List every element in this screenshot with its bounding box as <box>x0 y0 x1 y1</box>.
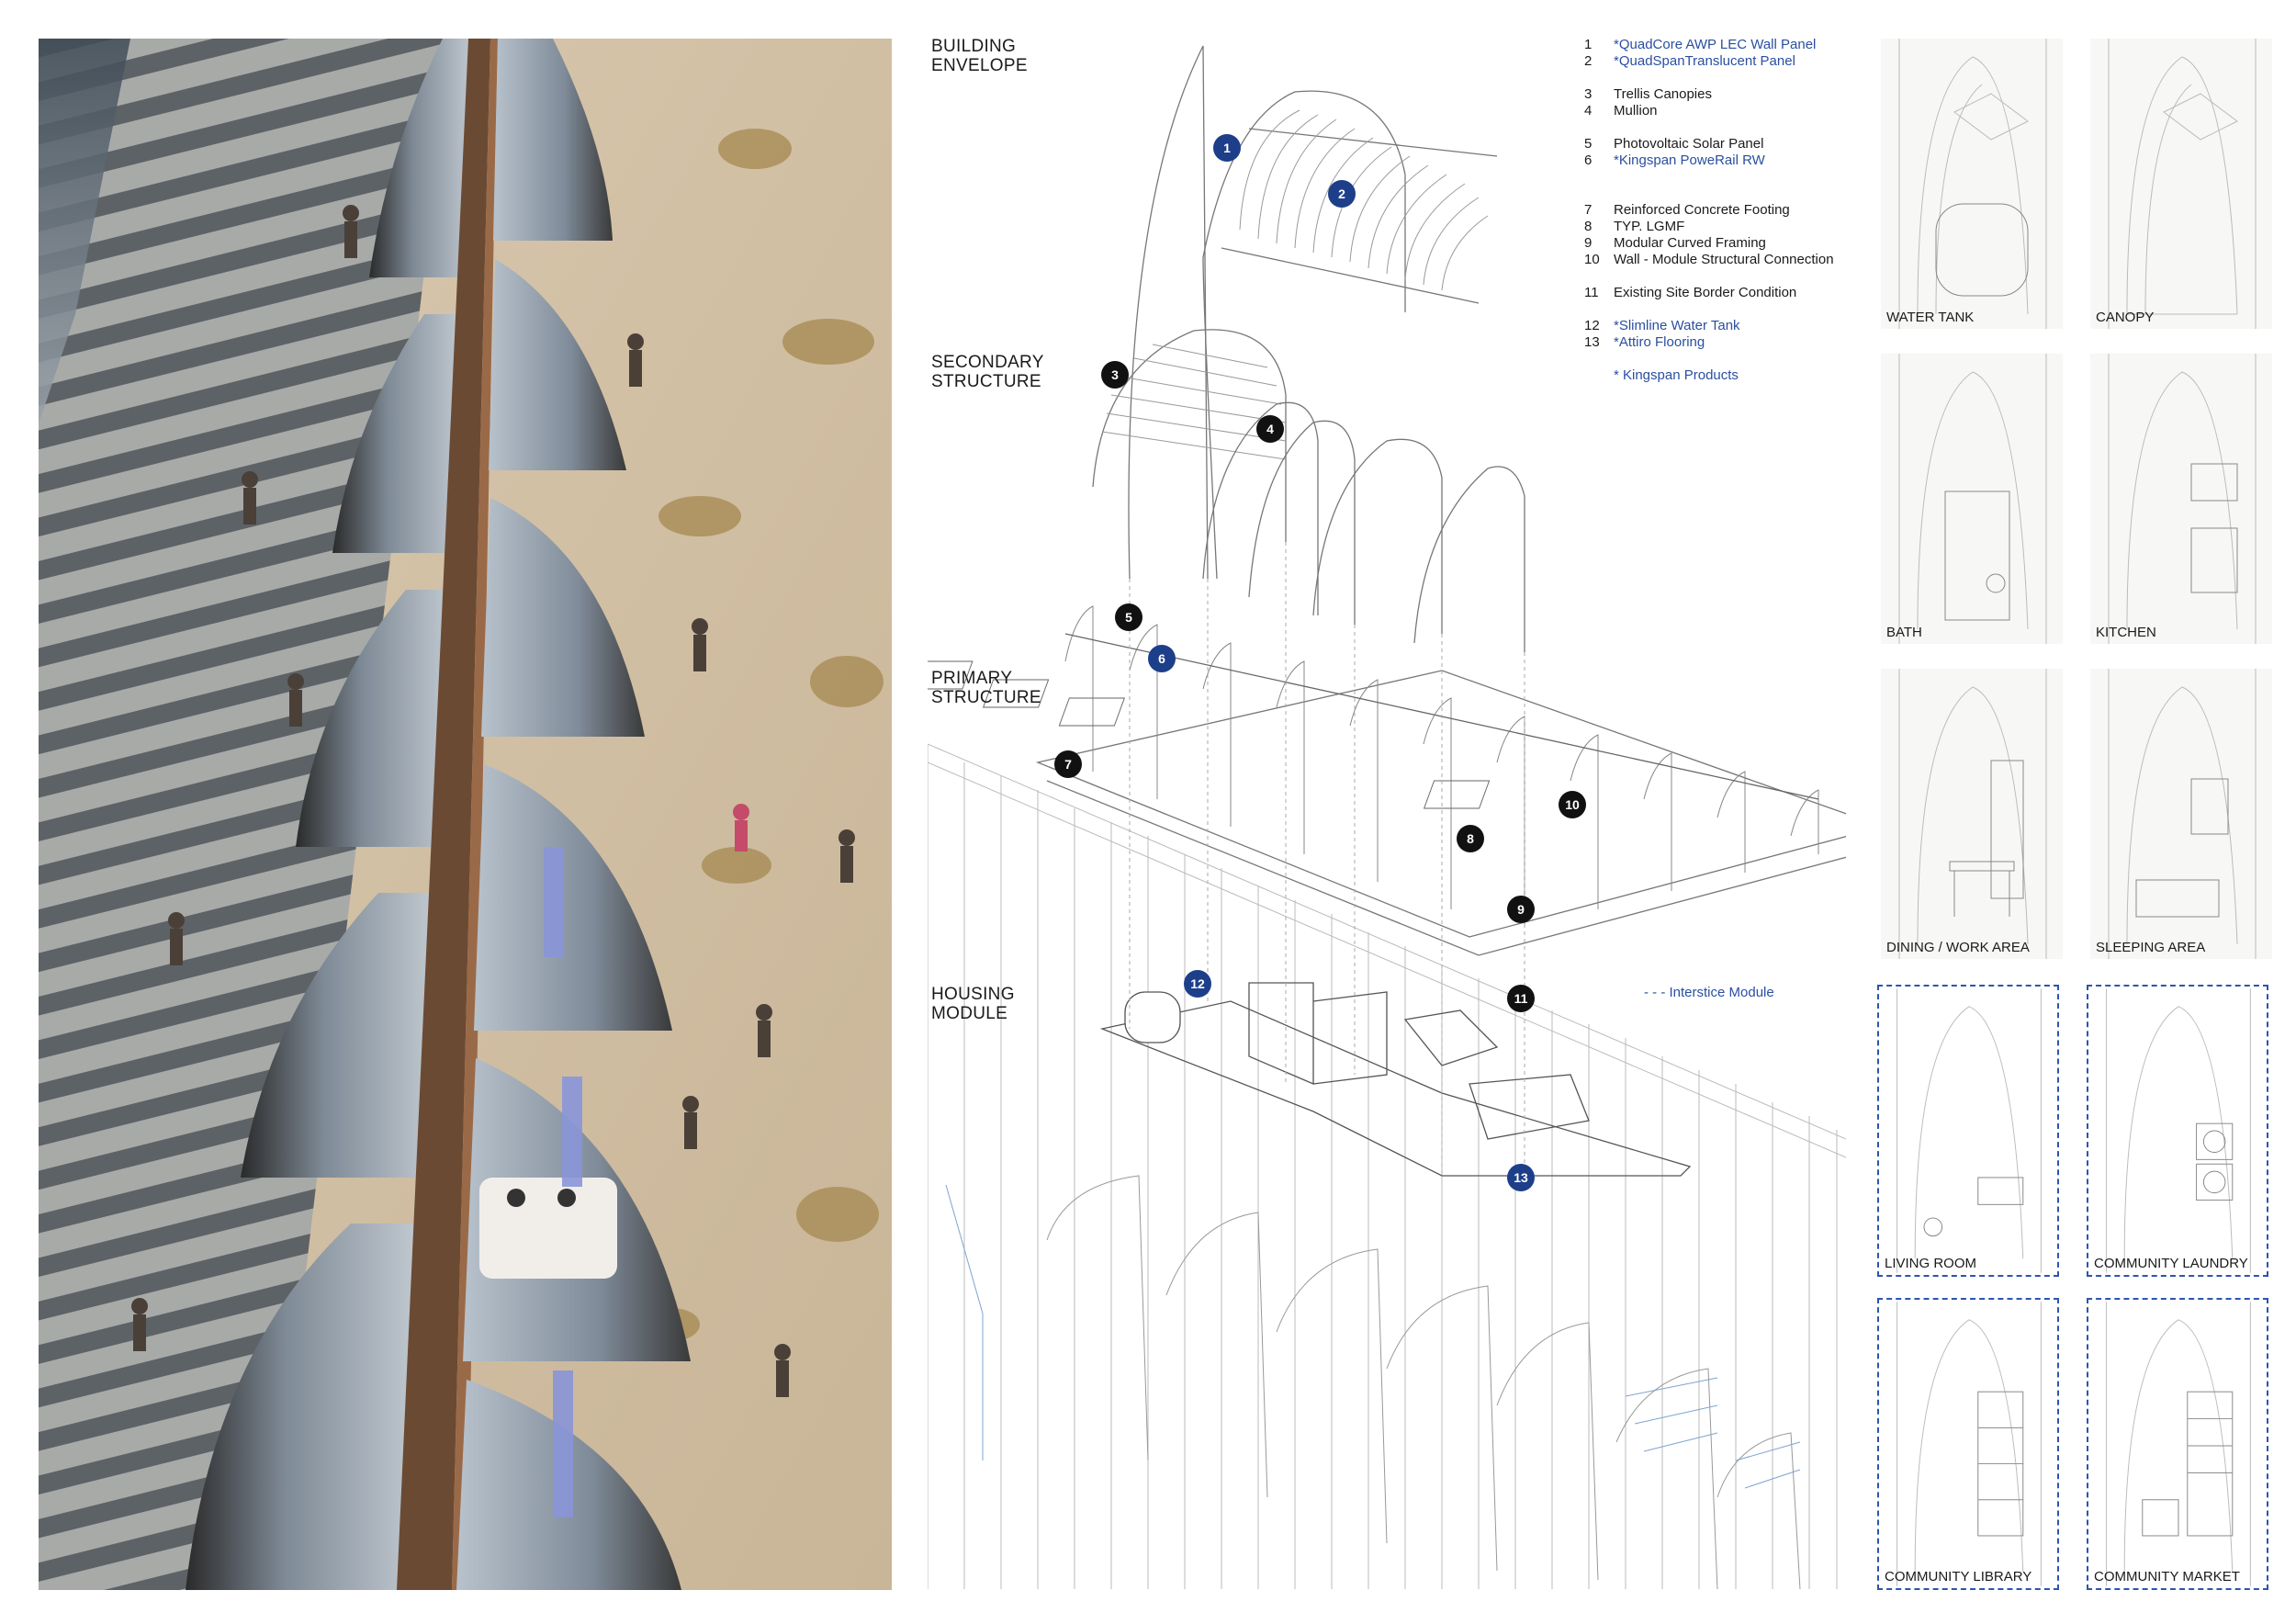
legend-item-10: 10 Wall - Module Structural Connection <box>1584 252 1834 267</box>
thumb-sleeping-area: SLEEPING AREA <box>2090 669 2272 959</box>
caption-community-market: COMMUNITY MARKET <box>2094 1569 2240 1585</box>
legend-item-2: 2 *QuadSpanTranslucent Panel <box>1584 53 1795 69</box>
legend-number: 1 <box>1584 37 1593 52</box>
caption-community-library: COMMUNITY LIBRARY <box>1885 1569 2032 1585</box>
badge-2: 2 <box>1328 180 1356 208</box>
thumb-bath: BATH <box>1881 354 2063 644</box>
aerial-rendering <box>39 39 892 1590</box>
legend-label: *QuadSpanTranslucent Panel <box>1614 53 1795 69</box>
legend-label: *QuadCore AWP LEC Wall Panel <box>1614 37 1817 52</box>
badge-5: 5 <box>1115 603 1142 631</box>
label-building-envelope: BUILDING ENVELOPE <box>931 37 1028 75</box>
badge-10: 10 <box>1559 791 1586 818</box>
legend-item-3: 3 Trellis Canopies <box>1584 86 1712 102</box>
badge-13: 13 <box>1507 1164 1535 1191</box>
legend-number: 6 <box>1584 152 1593 168</box>
legend-label: Modular Curved Framing <box>1614 235 1766 251</box>
legend-number: 11 <box>1584 285 1599 300</box>
label-secondary-structure: SECONDARY STRUCTURE <box>931 353 1044 391</box>
caption-water-tank: WATER TANK <box>1886 310 1975 325</box>
legend-note: * Kingspan Products <box>1614 367 1739 383</box>
badge-7: 7 <box>1054 750 1082 778</box>
legend-item-9: 9 Modular Curved Framing <box>1584 235 1766 251</box>
legend-item-4: 4 Mullion <box>1584 103 1658 118</box>
caption-dining-work: DINING / WORK AREA <box>1886 940 2030 955</box>
legend-number: 8 <box>1584 219 1593 234</box>
thumb-living-room: LIVING ROOM <box>1877 985 2059 1277</box>
thumb-water-tank: WATER TANK <box>1881 39 2063 329</box>
legend-item-12: 12 *Slimline Water Tank <box>1584 318 1740 333</box>
label-housing-module: HOUSING MODULE <box>931 985 1015 1023</box>
legend-label: *Attiro Flooring <box>1614 334 1705 350</box>
legend-label: Photovoltaic Solar Panel <box>1614 136 1764 152</box>
legend-number: 3 <box>1584 86 1593 102</box>
legend-number: 4 <box>1584 103 1593 118</box>
caption-sleeping-area: SLEEPING AREA <box>2096 940 2206 955</box>
legend-label: Trellis Canopies <box>1614 86 1712 102</box>
caption-canopy: CANOPY <box>2096 310 2155 325</box>
badge-3: 3 <box>1101 361 1129 389</box>
badge-9: 9 <box>1507 896 1535 923</box>
label-primary-structure: PRIMARY STRUCTURE <box>931 669 1041 707</box>
legend-label: TYP. LGMF <box>1614 219 1685 234</box>
legend-label: Existing Site Border Condition <box>1614 285 1797 300</box>
thumb-community-library: COMMUNITY LIBRARY <box>1877 1298 2059 1590</box>
thumb-community-laundry: COMMUNITY LAUNDRY <box>2087 985 2268 1277</box>
legend-number: 13 <box>1584 334 1600 350</box>
badge-12: 12 <box>1184 970 1211 998</box>
interstice-module-label: - - - Interstice Module <box>1644 985 1774 1000</box>
badge-1: 1 <box>1213 134 1241 162</box>
legend-number: 12 <box>1584 318 1600 333</box>
badge-8: 8 <box>1457 825 1484 852</box>
legend-item-1: 1 *QuadCore AWP LEC Wall Panel <box>1584 37 1816 52</box>
legend-number: 7 <box>1584 202 1593 218</box>
legend-label: Mullion <box>1614 103 1658 118</box>
legend-label: *Kingspan PoweRail RW <box>1614 152 1765 168</box>
legend-number: 2 <box>1584 53 1593 69</box>
legend-item-11: 11 Existing Site Border Condition <box>1584 285 1796 300</box>
badge-4: 4 <box>1256 415 1284 443</box>
thumb-canopy: CANOPY <box>2090 39 2272 329</box>
legend-item-5: 5 Photovoltaic Solar Panel <box>1584 136 1763 152</box>
caption-living-room: LIVING ROOM <box>1885 1256 1977 1271</box>
caption-bath: BATH <box>1886 625 1922 640</box>
caption-kitchen: KITCHEN <box>2096 625 2156 640</box>
legend-item-8: 8 TYP. LGMF <box>1584 219 1684 234</box>
legend-label: Wall - Module Structural Connection <box>1614 252 1834 267</box>
legend-item-13: 13 *Attiro Flooring <box>1584 334 1705 350</box>
badge-6: 6 <box>1148 645 1176 672</box>
legend-label: *Slimline Water Tank <box>1614 318 1740 333</box>
legend-number: 9 <box>1584 235 1593 251</box>
legend-label: Reinforced Concrete Footing <box>1614 202 1790 218</box>
legend-number: 10 <box>1584 252 1600 267</box>
caption-community-laundry: COMMUNITY LAUNDRY <box>2094 1256 2248 1271</box>
thumb-kitchen: KITCHEN <box>2090 354 2272 644</box>
legend-number: 5 <box>1584 136 1593 152</box>
badge-11: 11 <box>1507 985 1535 1012</box>
legend-item-7: 7 Reinforced Concrete Footing <box>1584 202 1790 218</box>
legend-item-6: 6 *Kingspan PoweRail RW <box>1584 152 1765 168</box>
thumb-dining-work: DINING / WORK AREA <box>1881 669 2063 959</box>
exploded-axonometric <box>906 28 1893 1590</box>
thumb-community-market: COMMUNITY MARKET <box>2087 1298 2268 1590</box>
